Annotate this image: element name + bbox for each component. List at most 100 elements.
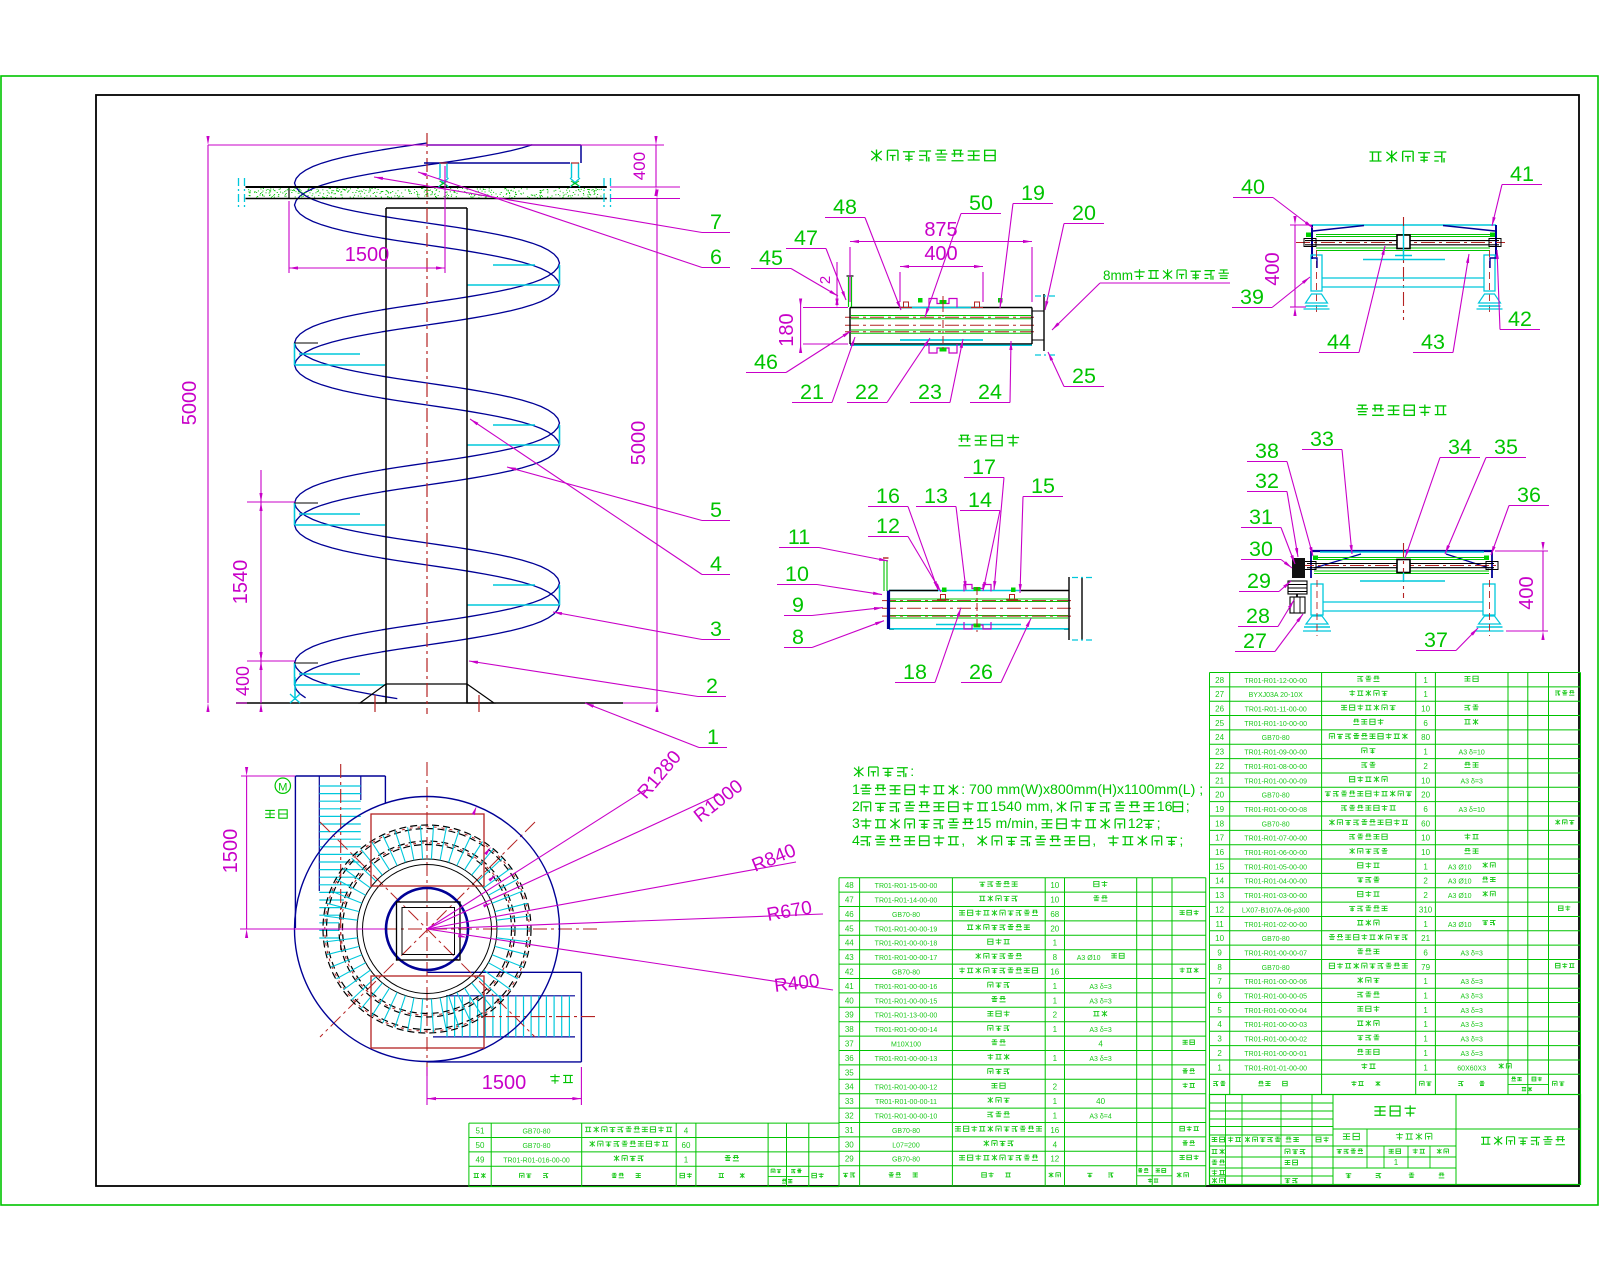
- svg-text:20: 20: [1215, 791, 1224, 800]
- svg-text:1: 1: [1053, 939, 1058, 948]
- svg-text:3: 3: [852, 816, 860, 832]
- svg-text:400: 400: [1262, 252, 1284, 285]
- svg-text:10: 10: [1421, 834, 1430, 843]
- svg-text:30: 30: [845, 1140, 854, 1149]
- svg-text:400: 400: [233, 666, 253, 696]
- svg-text:6: 6: [1423, 805, 1428, 814]
- svg-text:28: 28: [1215, 676, 1224, 685]
- svg-text:1500: 1500: [220, 829, 242, 874]
- svg-text:15: 15: [1215, 862, 1224, 871]
- svg-text:40: 40: [1241, 175, 1265, 199]
- svg-text:27: 27: [1243, 629, 1267, 653]
- svg-text:23: 23: [1215, 748, 1224, 757]
- svg-text:1: 1: [1053, 982, 1058, 991]
- svg-text:16: 16: [1215, 848, 1224, 857]
- svg-text:A3 δ=3: A3 δ=3: [1461, 994, 1483, 1001]
- svg-text:1: 1: [1053, 1097, 1058, 1106]
- svg-text:1: 1: [1423, 1006, 1428, 1015]
- svg-text:80: 80: [1421, 733, 1430, 742]
- svg-text:TR01-R01-00-00-17: TR01-R01-00-00-17: [875, 955, 938, 962]
- svg-text:41: 41: [1510, 162, 1534, 186]
- svg-text:TR01-R01-00-00-16: TR01-R01-00-00-16: [875, 984, 938, 991]
- svg-text:26: 26: [969, 660, 993, 684]
- svg-text:1540: 1540: [230, 560, 252, 605]
- svg-text:19: 19: [1021, 181, 1045, 205]
- svg-text:16: 16: [1050, 968, 1059, 977]
- svg-text:48: 48: [845, 881, 854, 890]
- svg-text:2: 2: [1053, 1083, 1058, 1092]
- svg-text:10: 10: [1421, 705, 1430, 714]
- svg-text:2: 2: [1053, 1011, 1058, 1020]
- svg-text:GB70-80: GB70-80: [892, 1128, 920, 1135]
- svg-text:875: 875: [924, 219, 957, 241]
- svg-text:TR01-R01-016-00-00: TR01-R01-016-00-00: [503, 1157, 570, 1164]
- svg-text:TR01-R01-04-00-00: TR01-R01-04-00-00: [1244, 879, 1307, 886]
- svg-text:A3 δ=3: A3 δ=3: [1461, 1051, 1483, 1058]
- svg-text:A3 δ=3: A3 δ=3: [1461, 1022, 1483, 1029]
- svg-text:50: 50: [476, 1141, 485, 1150]
- svg-text:TR01-R01-00-00-12: TR01-R01-00-00-12: [875, 1085, 938, 1092]
- svg-text:8mm: 8mm: [1103, 268, 1133, 283]
- svg-text:TR01-R01-10-00-00: TR01-R01-10-00-00: [1244, 721, 1307, 728]
- svg-text:50: 50: [969, 191, 993, 215]
- svg-text:47: 47: [845, 896, 854, 905]
- svg-text:35: 35: [845, 1068, 854, 1077]
- svg-text:A3 δ=3: A3 δ=3: [1089, 998, 1111, 1005]
- svg-text:GB70-80: GB70-80: [522, 1129, 550, 1136]
- svg-text:A3 δ=3: A3 δ=3: [1461, 778, 1483, 785]
- svg-text:17: 17: [1215, 834, 1224, 843]
- svg-text:1: 1: [1423, 862, 1428, 871]
- svg-text:TR01-R01-00-00-05: TR01-R01-00-00-05: [1244, 994, 1307, 1001]
- svg-text:A3 δ=3: A3 δ=3: [1089, 1027, 1111, 1034]
- svg-text:2: 2: [706, 674, 718, 698]
- svg-text:36: 36: [845, 1054, 854, 1063]
- svg-text:GB70-80: GB70-80: [892, 1157, 920, 1164]
- svg-text:1: 1: [1423, 1049, 1428, 1058]
- svg-text:14: 14: [968, 488, 992, 512]
- svg-text:5: 5: [710, 498, 722, 522]
- svg-text:1: 1: [1423, 1035, 1428, 1044]
- svg-text:TR01-R01-00-00-02: TR01-R01-00-00-02: [1244, 1037, 1307, 1044]
- svg-text:TR01-R01-12-00-00: TR01-R01-12-00-00: [1244, 678, 1307, 685]
- svg-text:10: 10: [1050, 881, 1059, 890]
- svg-text:400: 400: [1516, 576, 1538, 609]
- svg-text:31: 31: [845, 1126, 854, 1135]
- svg-text:5000: 5000: [628, 421, 650, 466]
- svg-text:9: 9: [792, 593, 804, 617]
- svg-text:TR01-R01-00-00-15: TR01-R01-00-00-15: [875, 998, 938, 1005]
- svg-text:24: 24: [1215, 733, 1224, 742]
- svg-text:TR01-R01-14-00-00: TR01-R01-14-00-00: [875, 898, 938, 905]
- svg-text:25: 25: [1215, 719, 1224, 728]
- svg-text:42: 42: [845, 968, 854, 977]
- svg-text:9: 9: [1217, 949, 1222, 958]
- svg-text:1: 1: [1423, 676, 1428, 685]
- svg-text:A3 δ=10: A3 δ=10: [1459, 750, 1485, 757]
- svg-text:1: 1: [1423, 1020, 1428, 1029]
- svg-text:24: 24: [978, 380, 1002, 404]
- svg-text:30: 30: [1249, 537, 1273, 561]
- svg-text:6: 6: [1423, 949, 1428, 958]
- svg-text:37: 37: [845, 1040, 854, 1049]
- svg-text:TR01-R01-00-00-07: TR01-R01-00-00-07: [1244, 951, 1307, 958]
- svg-text:48: 48: [833, 195, 857, 219]
- svg-text:4: 4: [852, 833, 860, 849]
- svg-text:38: 38: [845, 1025, 854, 1034]
- svg-text:5000: 5000: [179, 381, 201, 426]
- svg-text:45: 45: [845, 924, 854, 933]
- svg-text:42: 42: [1508, 307, 1532, 331]
- svg-text::: :: [910, 764, 914, 780]
- svg-text:43: 43: [845, 953, 854, 962]
- svg-text:12: 12: [1215, 905, 1224, 914]
- svg-text:4: 4: [1053, 1140, 1058, 1149]
- svg-text:,: ,: [1092, 833, 1096, 849]
- svg-text:M10X100: M10X100: [891, 1042, 921, 1049]
- svg-text:A3 δ=3: A3 δ=3: [1089, 984, 1111, 991]
- svg-text:TR01-R01-00-00-11: TR01-R01-00-00-11: [875, 1099, 937, 1106]
- svg-text:1: 1: [1053, 1025, 1058, 1034]
- svg-text:1: 1: [852, 782, 860, 798]
- svg-text:A3 δ=10: A3 δ=10: [1459, 807, 1485, 814]
- svg-text:29: 29: [845, 1155, 854, 1164]
- svg-text:6: 6: [1423, 719, 1428, 728]
- svg-text:GB70-80: GB70-80: [1262, 735, 1290, 742]
- svg-text:1: 1: [1423, 748, 1428, 757]
